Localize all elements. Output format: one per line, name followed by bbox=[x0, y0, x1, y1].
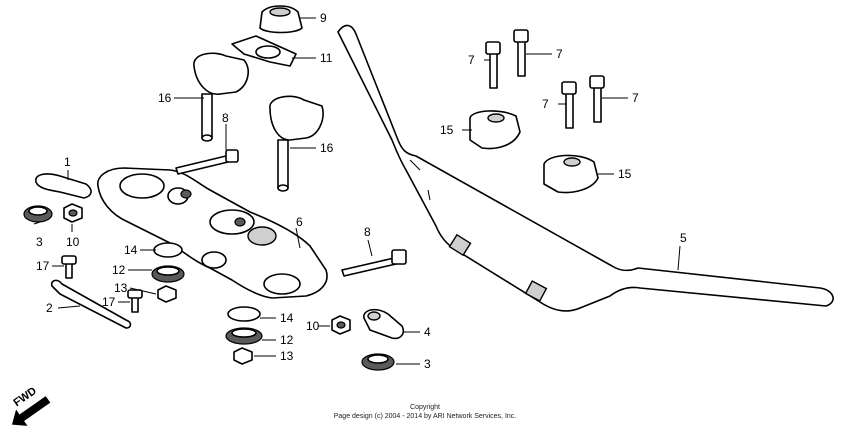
washer-12-right[interactable] bbox=[225, 327, 263, 345]
callout-7-c: 7 bbox=[542, 97, 549, 111]
callout-10-a: 10 bbox=[66, 235, 80, 249]
bolt-17-upper[interactable] bbox=[61, 255, 77, 279]
callout-15-b: 15 bbox=[618, 167, 632, 181]
callout-15-a: 15 bbox=[440, 123, 454, 137]
callout-2: 2 bbox=[46, 301, 53, 315]
callout-14-b: 14 bbox=[280, 311, 294, 325]
callout-12-a: 12 bbox=[112, 263, 126, 277]
handlebar[interactable] bbox=[337, 24, 834, 312]
washer-14-left[interactable] bbox=[153, 242, 183, 258]
callout-6: 6 bbox=[296, 215, 303, 229]
copyright-line-2: Page design (c) 2004 - 2014 by ARI Netwo… bbox=[334, 413, 517, 420]
copyright-line-1: Copyright bbox=[410, 404, 440, 411]
nut-10-right[interactable] bbox=[331, 315, 351, 335]
callout-3-b: 3 bbox=[424, 357, 431, 371]
seal-3-left[interactable] bbox=[23, 205, 53, 223]
callout-7-a: 7 bbox=[468, 53, 475, 67]
bolt-7-d[interactable] bbox=[589, 75, 605, 123]
callout-12-b: 12 bbox=[280, 333, 294, 347]
callout-17-b: 17 bbox=[102, 295, 116, 309]
cable-guide[interactable] bbox=[50, 279, 132, 329]
callout-11: 11 bbox=[320, 51, 333, 65]
bolt-8-right[interactable] bbox=[341, 249, 407, 277]
bolt-7-c[interactable] bbox=[561, 81, 577, 129]
callout-8-a: 8 bbox=[222, 111, 229, 125]
callout-7-d: 7 bbox=[632, 91, 639, 105]
cap-nut[interactable] bbox=[259, 5, 303, 34]
callout-3-a: 3 bbox=[36, 235, 43, 249]
riser-lower[interactable] bbox=[269, 95, 324, 192]
nut-13-left[interactable] bbox=[157, 285, 177, 303]
callout-14-a: 14 bbox=[124, 243, 138, 257]
bolt-7-a[interactable] bbox=[485, 41, 501, 89]
seal-3-right[interactable] bbox=[361, 353, 395, 371]
washer-14-right[interactable] bbox=[227, 306, 261, 322]
callout-16-a: 16 bbox=[158, 91, 172, 105]
top-bridge[interactable] bbox=[97, 167, 328, 299]
fwd-arrow-icon bbox=[11, 396, 51, 426]
bolt-8-left[interactable] bbox=[175, 149, 239, 175]
copyright: Copyright Page design (c) 2004 - 2014 by… bbox=[334, 404, 517, 420]
washer-12-left[interactable] bbox=[151, 265, 185, 283]
callout-labels: 9 11 16 8 16 1 3 10 6 14 17 12 13 17 2 1… bbox=[36, 11, 687, 371]
switch-clamp-right[interactable] bbox=[363, 308, 405, 340]
callout-13-a: 13 bbox=[114, 281, 128, 295]
callout-9: 9 bbox=[320, 11, 327, 25]
bolt-17-lower[interactable] bbox=[127, 289, 143, 313]
holder-15-lower[interactable] bbox=[543, 154, 599, 194]
callout-8-b: 8 bbox=[364, 225, 371, 239]
nut-10-left[interactable] bbox=[63, 203, 83, 223]
holder-15-upper[interactable] bbox=[469, 110, 521, 150]
callout-10-b: 10 bbox=[306, 319, 320, 333]
lock-plate[interactable] bbox=[231, 35, 297, 67]
callout-1: 1 bbox=[64, 155, 71, 169]
riser-upper-left[interactable] bbox=[193, 52, 249, 142]
switch-clamp[interactable] bbox=[35, 173, 92, 199]
leader-lines bbox=[33, 17, 681, 365]
callout-13-b: 13 bbox=[280, 349, 294, 363]
callout-5: 5 bbox=[680, 231, 687, 245]
callout-7-b: 7 bbox=[556, 47, 563, 61]
callout-16-b: 16 bbox=[320, 141, 334, 155]
forward-arrow: FWD bbox=[11, 385, 51, 426]
nut-13-right[interactable] bbox=[233, 347, 253, 365]
callout-4: 4 bbox=[424, 325, 431, 339]
callout-17-a: 17 bbox=[36, 259, 50, 273]
bolt-7-b[interactable] bbox=[513, 29, 529, 77]
